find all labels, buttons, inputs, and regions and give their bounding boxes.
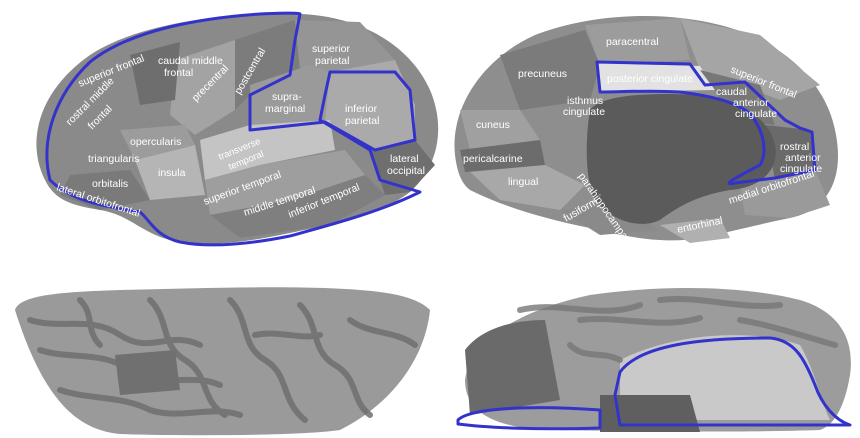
label-pericalcarine: pericalcarine <box>463 153 523 165</box>
label-insula: insula <box>158 167 186 179</box>
label-superior-parietal-2: parietal <box>315 55 349 67</box>
label-lingual: lingual <box>508 176 538 188</box>
label-caudal-middle-frontal-1: caudal middle <box>158 55 223 67</box>
label-opercularis: opercularis <box>130 136 181 148</box>
label-inferior-parietal-1: inferior <box>345 103 378 115</box>
label-superior-parietal-1: superior <box>312 43 350 55</box>
insula-patch <box>115 350 180 395</box>
pial-medial-view <box>458 288 851 432</box>
label-cuneus: cuneus <box>476 119 510 131</box>
label-inferior-parietal-2: parietal <box>345 115 379 127</box>
label-lateral-occipital-2: occipital <box>387 165 425 177</box>
label-caudal-anterior-cingulate-3: cingulate <box>735 108 777 120</box>
label-paracentral: paracentral <box>606 36 659 48</box>
label-precuneus: precuneus <box>518 68 567 80</box>
lateral-inflated-view: superior frontal caudal middle frontal r… <box>36 13 438 245</box>
label-triangularis: triangularis <box>88 153 139 165</box>
medial-inflated-view: paracentral superior frontal precuneus p… <box>454 16 838 244</box>
pial-lateral-view <box>15 287 430 435</box>
occipital-dark-region <box>465 320 560 415</box>
label-orbitalis: orbitalis <box>92 178 128 190</box>
label-lateral-occipital-1: lateral <box>390 153 419 165</box>
label-supramarginal-1: supra- <box>272 91 302 103</box>
label-posterior-cingulate: posterior cingulate <box>607 73 693 85</box>
label-isthmus-cingulate-2: cingulate <box>563 106 605 118</box>
label-caudal-middle-frontal-2: frontal <box>164 67 193 79</box>
label-supramarginal-2: marginal <box>265 103 305 115</box>
